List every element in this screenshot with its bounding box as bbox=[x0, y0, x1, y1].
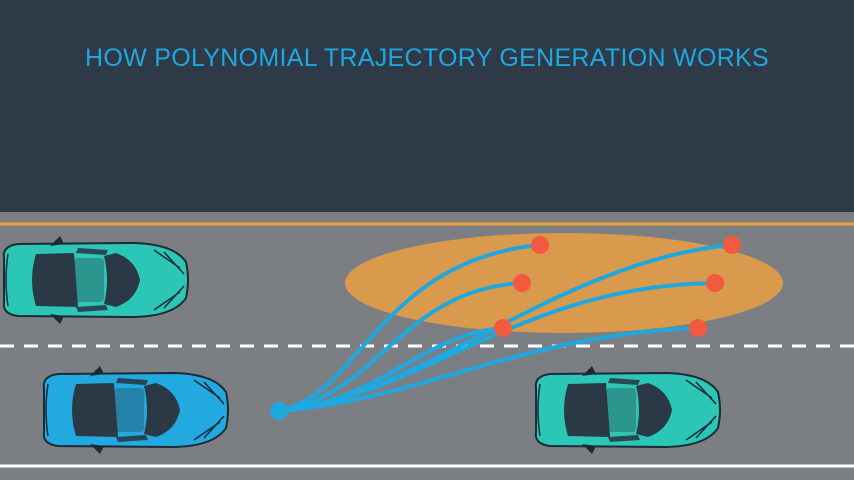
other-car-bottom-right bbox=[534, 365, 721, 455]
endpoint-4 bbox=[723, 236, 741, 254]
endpoint-2 bbox=[513, 274, 531, 292]
endpoint-6 bbox=[689, 319, 707, 337]
endpoint-1 bbox=[531, 236, 549, 254]
endpoint-3 bbox=[494, 319, 512, 337]
trajectory-5 bbox=[277, 281, 717, 413]
ego-car bbox=[42, 365, 230, 455]
trajectory-endpoints bbox=[494, 236, 741, 337]
trajectories bbox=[277, 243, 734, 413]
other-car-top-left bbox=[2, 235, 190, 325]
trajectory-2 bbox=[277, 281, 524, 413]
endpoint-5 bbox=[706, 274, 724, 292]
trajectory-6 bbox=[277, 326, 700, 413]
trajectory-1 bbox=[277, 243, 542, 413]
goal-region bbox=[345, 233, 783, 333]
diagram-title: HOW POLYNOMIAL TRAJECTORY GENERATION WOR… bbox=[85, 44, 769, 72]
start-point bbox=[270, 402, 288, 420]
